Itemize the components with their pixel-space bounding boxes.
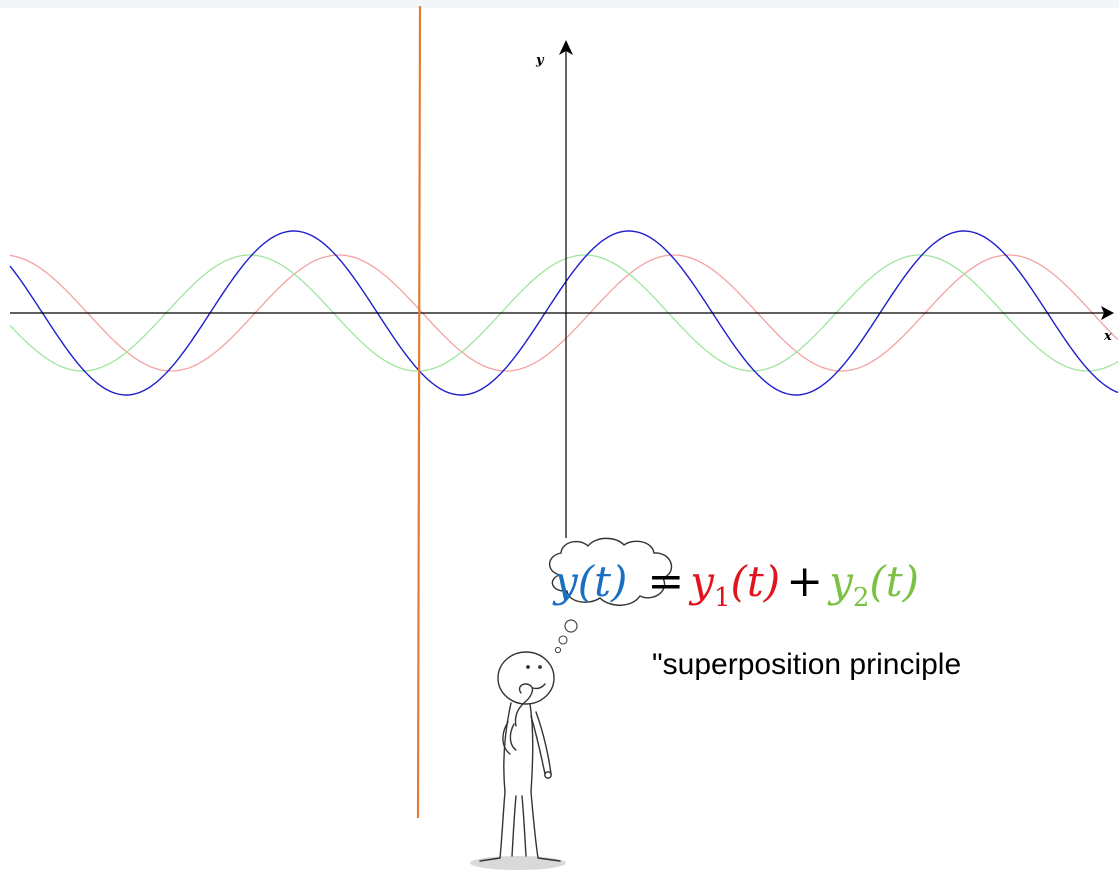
equation-lhs: y(t) — [554, 557, 628, 606]
y-axis-label: y — [535, 53, 545, 68]
term-1-argument: (t) — [730, 557, 781, 606]
y-axis-arrow-icon — [559, 40, 573, 55]
equation-equals: = — [647, 556, 685, 607]
time-marker-line — [416, 5, 422, 819]
x-axis-arrow-icon — [1101, 306, 1114, 320]
top-strip — [0, 0, 1119, 8]
term-2-base: y — [829, 557, 853, 606]
thought-cloud-icon — [548, 537, 673, 654]
superposition-equation: y(t) = y1(t) + y2(t) — [548, 545, 919, 619]
term-1-base: y — [690, 557, 714, 606]
superposition-caption: "superposition principle — [652, 648, 962, 681]
term-1-subscript: 1 — [714, 583, 731, 613]
x-axis-label: x — [1103, 329, 1112, 344]
sum-wave-curve — [9, 230, 1119, 396]
term-2-subscript: 2 — [852, 583, 870, 613]
thinking-stick-figure-icon — [470, 651, 566, 870]
equation-term-1: y1(t) — [690, 561, 780, 612]
wave-2-curve — [9, 254, 1119, 372]
equation-plus: + — [786, 556, 824, 607]
term-2-argument: (t) — [869, 557, 920, 606]
equation-term-2: y2(t) — [829, 561, 919, 612]
wave-1-curve — [9, 254, 1119, 372]
